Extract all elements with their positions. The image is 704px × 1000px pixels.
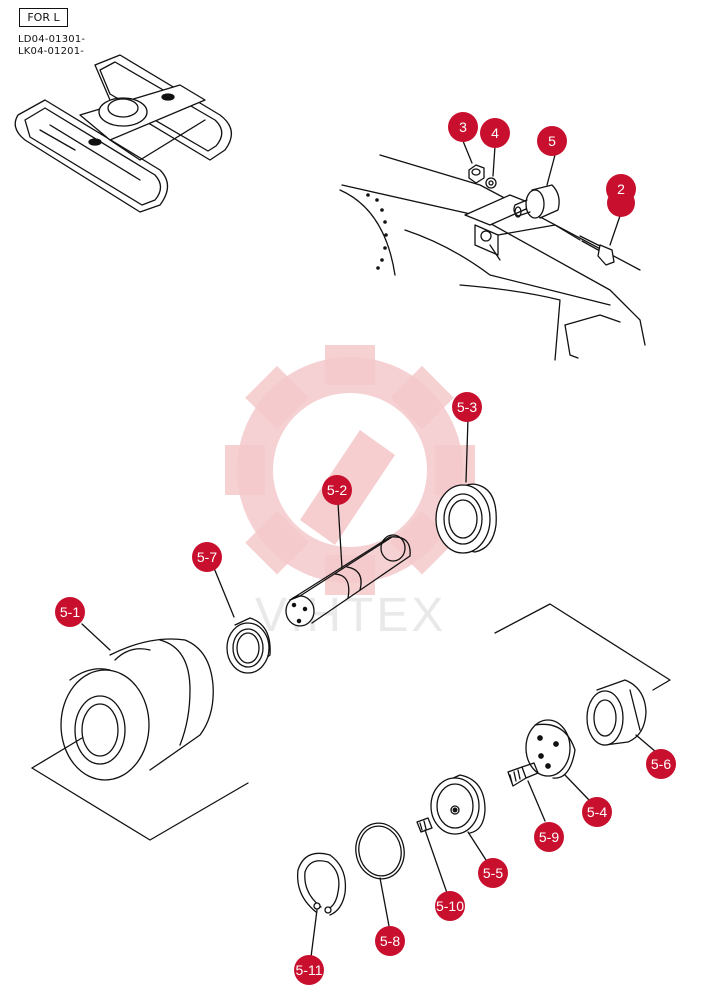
plate-5-4 [525, 719, 576, 779]
callout-label: 3 [459, 119, 467, 135]
collar-5-3 [435, 483, 497, 554]
callout-label: 2 [617, 181, 625, 197]
callout-label: 5-11 [296, 962, 323, 978]
o-ring-5-8 [355, 822, 405, 880]
callout-5-3: 5-3 [452, 392, 482, 422]
cap-5-5 [430, 774, 486, 835]
callout-label: 5-8 [380, 933, 400, 949]
callout-5-6: 5-6 [646, 749, 676, 779]
bushing-5-6 [586, 679, 647, 746]
callout-5-1: 5-1 [55, 597, 85, 627]
callout-label: 5-2 [327, 482, 347, 498]
callout-5-9: 5-9 [534, 822, 564, 852]
callout-4: 4 [480, 118, 510, 148]
callout-label: 5-6 [651, 756, 671, 772]
leader-lines [81, 140, 657, 958]
callout-label: 5-10 [436, 898, 464, 914]
roller-5-1 [31, 638, 249, 841]
model-box-label: FOR L [19, 8, 68, 27]
callout-2: 2 [606, 174, 636, 217]
seal-5-7 [226, 617, 271, 674]
undercarriage-thumbnail [14, 54, 232, 213]
callout-5-11: 5-11 [294, 955, 324, 985]
serial-number-1: LD04-01301- [18, 34, 86, 45]
callout-5-7: 5-7 [192, 542, 222, 572]
group-bracket-line [494, 603, 671, 691]
callout-label: 5-5 [483, 865, 503, 881]
callout-3: 3 [448, 112, 478, 142]
track-frame-detail [339, 154, 646, 361]
callout-label: 5-4 [587, 804, 607, 820]
callout-label: 5-1 [60, 604, 80, 620]
callout-5-2: 5-2 [322, 475, 352, 505]
callout-label: 4 [491, 125, 499, 141]
callout-5-8: 5-8 [375, 926, 405, 956]
callout-5-10: 5-10 [435, 891, 465, 921]
callout-label: 5 [548, 133, 556, 149]
callout-label: 5-9 [539, 829, 559, 845]
callout-5-5: 5-5 [478, 858, 508, 888]
serial-number-2: LK04-01201- [18, 46, 85, 57]
shaft-5-2 [285, 534, 411, 627]
screw-5-9 [507, 762, 539, 787]
callout-5-4: 5-4 [582, 797, 612, 827]
callout-label: 5-3 [457, 399, 477, 415]
callout-5: 5 [537, 126, 567, 156]
plug-5-10 [416, 817, 433, 833]
callout-label: 5-7 [197, 549, 217, 565]
snap-ring-5-11 [296, 852, 347, 916]
